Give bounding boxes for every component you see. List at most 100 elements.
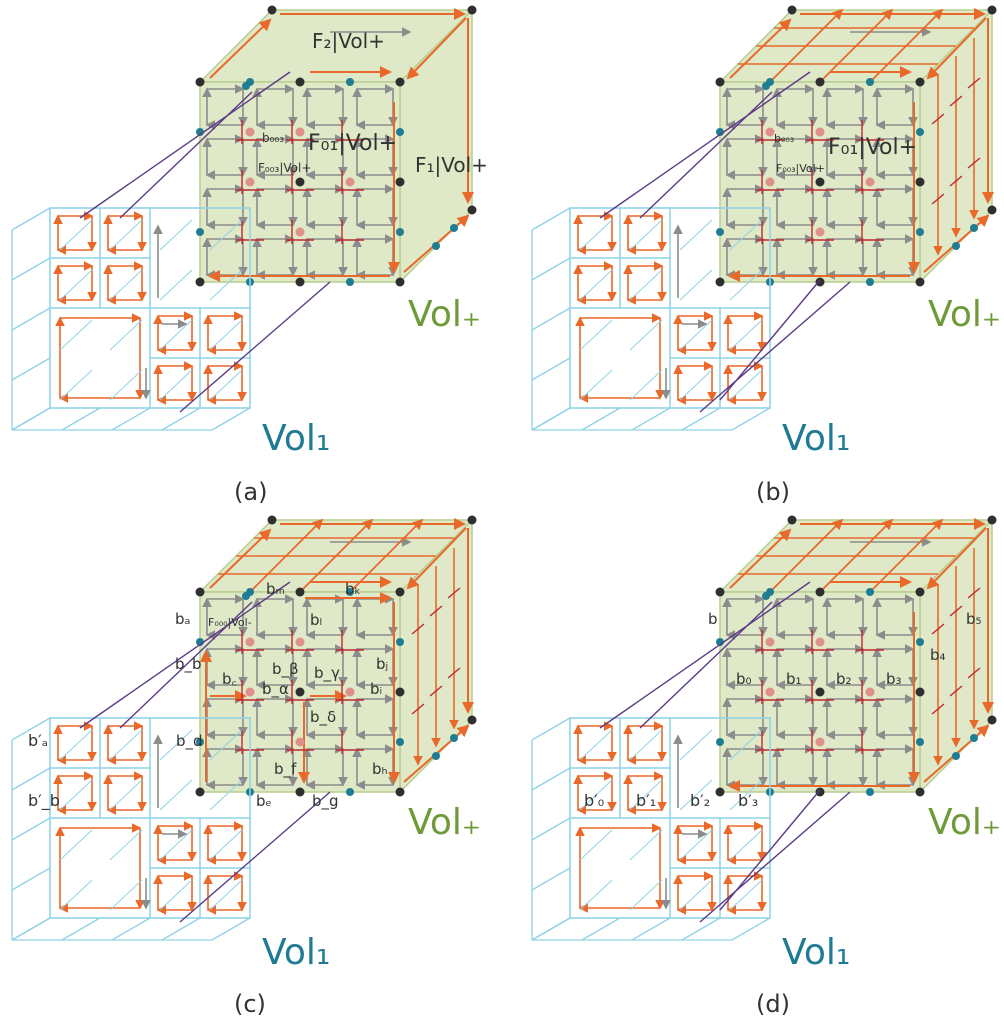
top-orange-arrow: [209, 528, 272, 589]
label-bh: bₕ: [372, 760, 388, 778]
vol1-depth-edge: [11, 407, 51, 431]
teal-node: [716, 228, 724, 236]
purple-connector: [599, 71, 811, 219]
vol1-depth-edge: [531, 407, 571, 431]
corner-node: [195, 77, 205, 87]
vol1-hatch: [59, 829, 93, 861]
corner-node: [915, 587, 925, 597]
vol1-depth-edge: [531, 917, 571, 941]
label-f01: F₀₁|Vol+: [828, 135, 917, 160]
vol1-depth-edge: [531, 717, 571, 741]
vol1-cell: [669, 717, 771, 819]
vol1-hatch: [679, 319, 713, 351]
label-be: bₑ: [256, 792, 272, 810]
vol-one-label: Vol₁: [262, 932, 330, 973]
red-tick: [949, 95, 963, 107]
purple-connector: [719, 789, 821, 911]
label-f003: F₀₀₃|Vol+: [776, 162, 825, 175]
teal-node: [196, 228, 204, 236]
label-bi: bᵢ: [370, 680, 382, 698]
vol1-cell: [669, 207, 771, 309]
pink-node: [765, 127, 775, 137]
pink-node: [815, 637, 825, 647]
vol1-hatch: [629, 879, 663, 911]
corner-node: [195, 787, 205, 797]
purple-connector: [639, 601, 773, 729]
vol1-hatch: [109, 219, 143, 251]
vol1-hatch: [729, 269, 763, 301]
top-grid-arrow: [869, 8, 944, 83]
teal-node: [916, 638, 924, 646]
panel-d: [531, 515, 997, 941]
vol1-depth-edge: [11, 357, 51, 381]
top-orange-arrow: [406, 527, 467, 590]
teal-node: [916, 128, 924, 136]
vol1-depth-edge: [631, 917, 671, 941]
vol1-hatch: [159, 319, 193, 351]
vol1-hatch: [729, 219, 763, 251]
vol1-hatch: [109, 879, 143, 911]
purple-connector: [699, 791, 851, 923]
teal-node: [866, 78, 874, 86]
corner-node: [267, 515, 277, 525]
vol1-hatch: [159, 269, 193, 301]
top-grid-arrow: [349, 518, 424, 593]
label-bm: bₘ: [266, 580, 285, 598]
teal-node: [866, 588, 874, 596]
teal-node: [916, 738, 924, 746]
teal-node: [866, 278, 874, 286]
vol1-hatch: [579, 319, 613, 351]
vol1-depth-edge: [531, 357, 571, 381]
teal-node: [762, 82, 770, 90]
panel-b: [531, 5, 997, 431]
vol1-hatch: [159, 369, 193, 401]
vol1-hatch: [109, 779, 143, 811]
vol1-hatch: [59, 779, 93, 811]
corner-node: [395, 77, 405, 87]
label-bbeta: b_β: [272, 660, 299, 679]
label-b5: b₅: [966, 610, 982, 628]
vol1-cell: [149, 717, 251, 819]
red-tick: [429, 605, 443, 617]
pink-node: [865, 177, 875, 187]
vol1-hatch: [59, 729, 93, 761]
vol1-depth-edge: [11, 867, 51, 891]
vol-plus-label: Vol₊: [408, 802, 481, 843]
red-tick: [931, 703, 945, 715]
red-tick: [949, 685, 963, 697]
vol1-hatch: [629, 219, 663, 251]
vol1-depth-edge: [61, 917, 101, 941]
vol1-hatch: [579, 269, 613, 301]
label-b: b: [708, 610, 718, 628]
pink-node: [295, 227, 305, 237]
mid-node: [295, 587, 305, 597]
pink-node: [765, 177, 775, 187]
mid-node: [295, 787, 305, 797]
mid-node: [295, 77, 305, 87]
vol-one-label: Vol₁: [262, 418, 330, 459]
corner-node: [915, 277, 925, 287]
vol1-hatch: [109, 269, 143, 301]
label-bf: b_f: [274, 760, 297, 779]
label-balpha: b_α: [262, 680, 289, 699]
vol1-hatch: [729, 319, 763, 351]
vol1-hatch: [729, 779, 763, 811]
purple-connector: [79, 581, 291, 729]
vol1-depth-edge: [11, 207, 51, 231]
vol-plus-label: Vol₊: [928, 294, 1001, 335]
label-b3: b₃: [886, 670, 902, 688]
corner-node: [195, 277, 205, 287]
corner-node: [715, 77, 725, 87]
vol1-depth-edge: [161, 407, 201, 431]
purple-connector: [179, 281, 331, 413]
mid-node: [915, 687, 925, 697]
label-f1: F₁|Vol+: [415, 153, 488, 177]
purple-connector: [179, 791, 331, 923]
vol1-hatch: [209, 319, 243, 351]
pink-node: [245, 687, 255, 697]
vol1-hatch: [159, 729, 193, 761]
mid-node: [395, 687, 405, 697]
vol1-cell: [149, 207, 251, 309]
teal-node: [346, 588, 354, 596]
vol1-depth-edge: [531, 207, 571, 231]
